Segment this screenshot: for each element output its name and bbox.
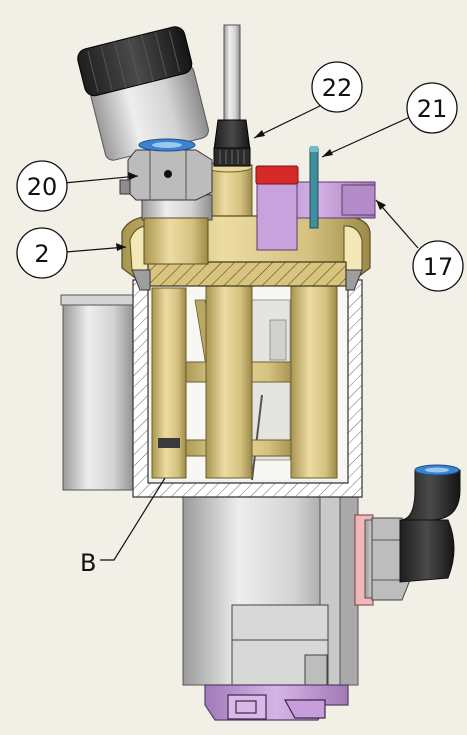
arrowhead-21: [322, 149, 333, 157]
leader-17: [375, 199, 419, 249]
elbow-fitting: [354, 464, 461, 606]
leader-22: [253, 103, 325, 139]
callout-17: 17: [412, 240, 464, 292]
callout-2: 2: [16, 227, 68, 279]
callout-22-label: 22: [322, 74, 353, 102]
callout-21-label: 21: [417, 95, 448, 123]
callout-2-label: 2: [34, 240, 49, 268]
leader-b: [100, 477, 166, 561]
leader-lines: [63, 103, 419, 561]
red-cap: [255, 165, 299, 185]
cable-connector: [213, 24, 251, 167]
hex-fitting: [119, 138, 213, 265]
tilted-sensor: [77, 26, 209, 161]
leader-20: [63, 175, 139, 184]
arrowhead-2: [116, 243, 126, 251]
callout-20: 20: [16, 160, 68, 212]
teal-rod: [309, 146, 319, 229]
bottom-connector: [204, 684, 349, 721]
side-housing-lip: [60, 294, 136, 306]
leader-2: [65, 246, 127, 253]
detail-label-b: B: [80, 549, 96, 577]
callout-20-label: 20: [27, 173, 58, 201]
arrowhead-20: [128, 172, 138, 180]
callout-22: 22: [311, 61, 363, 113]
leader-21: [321, 116, 411, 158]
side-housing: [62, 294, 136, 491]
callout-21: 21: [406, 82, 458, 134]
arrowhead-17: [376, 200, 386, 210]
lower-body: [182, 494, 359, 686]
arrowhead-22: [254, 130, 265, 138]
callout-17-label: 17: [423, 253, 454, 281]
